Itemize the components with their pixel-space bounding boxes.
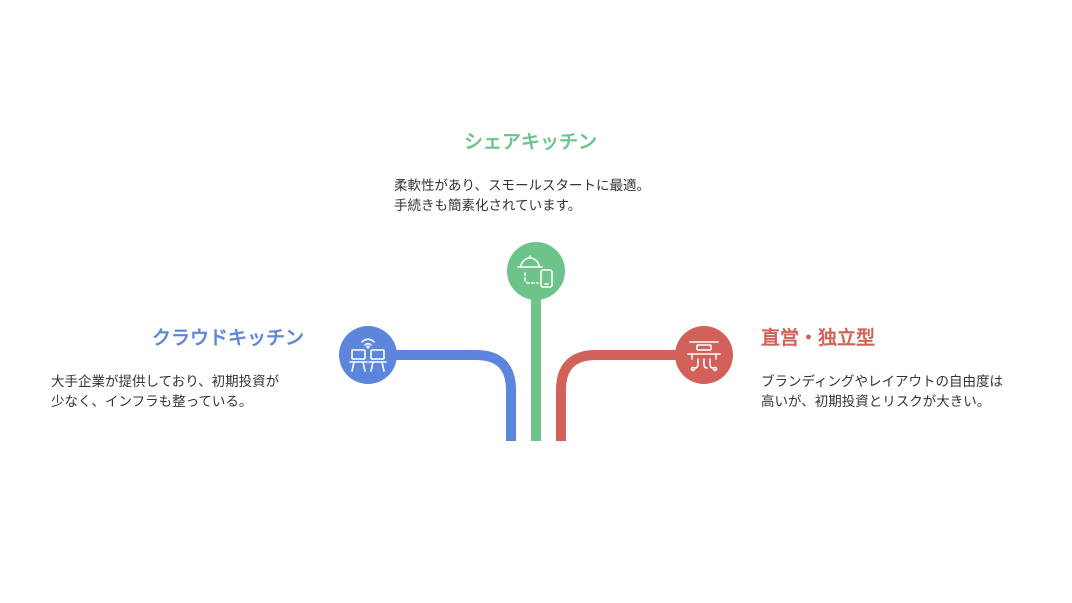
cloud-kitchen-desc-line1: 大手企業が提供しており、初期投資が: [51, 374, 280, 390]
shared-kitchen-desc-line2: 手続きも簡素化されています。: [394, 198, 582, 214]
shared-kitchen-title: シェアキッチン: [464, 131, 598, 153]
cloche-and-phone-icon: [517, 255, 553, 288]
shared-kitchen-node: [507, 242, 565, 300]
kitchen-hood-icon: [687, 341, 721, 372]
connected-workstations-icon: [349, 338, 387, 372]
cloud-kitchen-title: クラウドキッチン: [152, 327, 305, 349]
shared-kitchen-desc-line1: 柔軟性があり、スモールスタートに最適。: [394, 178, 650, 194]
cloud-kitchen-node: [339, 326, 397, 384]
direct-independent-description: ブランディングやレイアウトの自由度は 高いが、初期投資とリスクが大きい。: [761, 372, 1003, 412]
cloud-kitchen-desc-line2: 少なく、インフラも整っている。: [51, 394, 253, 410]
direct-independent-desc-line1: ブランディングやレイアウトの自由度は: [761, 374, 1004, 390]
cloud-kitchen-description: 大手企業が提供しており、初期投資が 少なく、インフラも整っている。: [51, 372, 279, 412]
connector-direct: [556, 350, 704, 441]
direct-independent-desc-line2: 高いが、初期投資とリスクが大きい。: [761, 394, 991, 410]
shared-kitchen-description: 柔軟性があり、スモールスタートに最適。 手続きも簡素化されています。: [394, 176, 650, 216]
direct-independent-node: [675, 326, 733, 384]
connector-cloud: [368, 350, 516, 441]
direct-independent-title: 直営・独立型: [761, 327, 876, 349]
